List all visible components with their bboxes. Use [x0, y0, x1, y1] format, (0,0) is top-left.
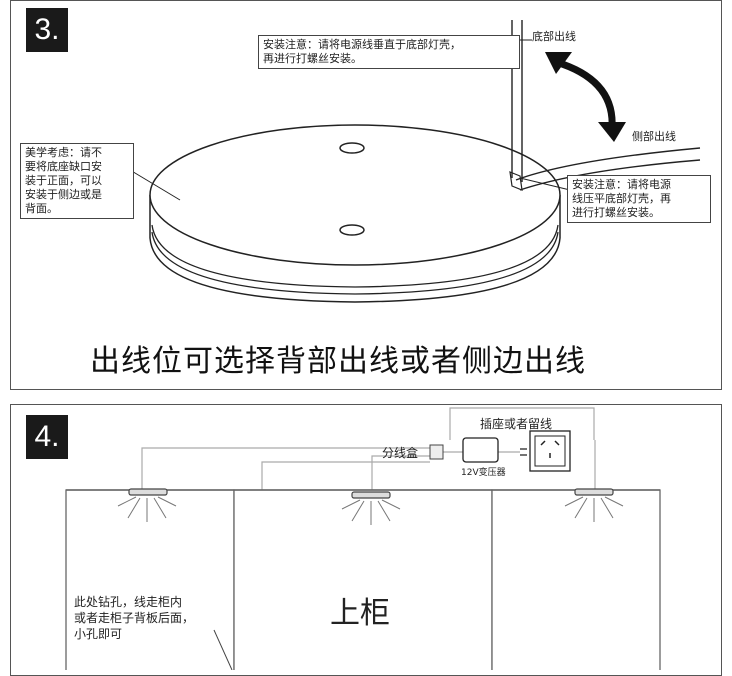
step4-badge: 4. [26, 415, 68, 459]
note-drill-hole: 此处钻孔，线走柜内 或者走柜子背板后面， 小孔即可 [70, 592, 238, 644]
label-transformer: 12V变压器 [461, 465, 506, 478]
puck-light-middle [352, 492, 390, 498]
cabinet-middle [234, 490, 492, 670]
label-junction-box: 分线盒 [382, 444, 418, 461]
junction-box [430, 445, 443, 459]
puck-light-right [575, 489, 613, 495]
wall-socket [530, 431, 570, 471]
transformer [463, 438, 498, 462]
label-socket: 插座或者留线 [480, 415, 552, 432]
label-upper-cabinet: 上柜 [330, 588, 390, 632]
puck-light-left [129, 489, 167, 495]
